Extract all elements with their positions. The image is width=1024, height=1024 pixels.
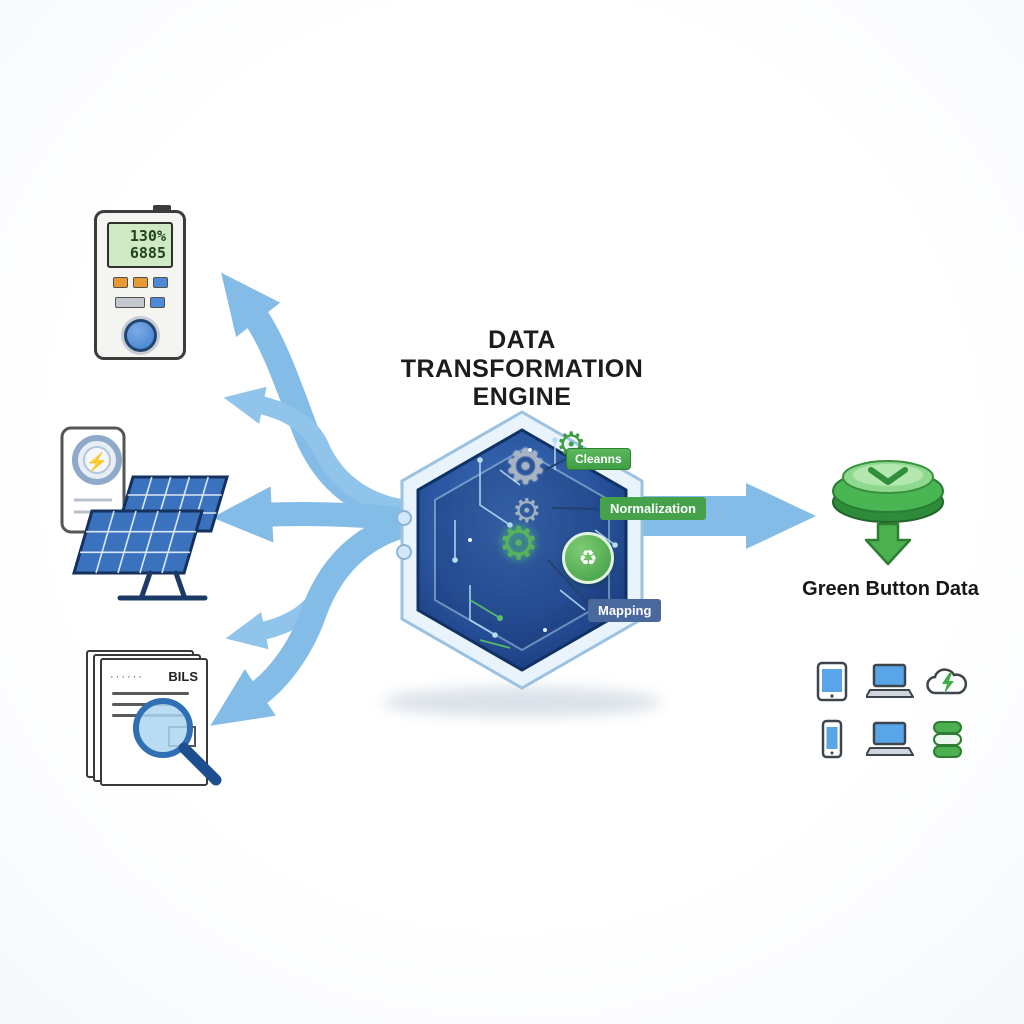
connector-node: [396, 510, 412, 526]
title-line-3: ENGINE: [472, 383, 572, 411]
page-title: DATA TRANSFORMATION ENGINE: [372, 326, 672, 412]
meter-button: [115, 297, 145, 308]
meter-display: 130% 6885: [107, 222, 173, 268]
engine-shadow: [382, 687, 662, 717]
solar-panel-stand: [117, 570, 208, 601]
meter-buttons-row: [97, 277, 183, 288]
chevron-down-icon: [868, 467, 908, 485]
device-grid: [806, 658, 974, 764]
badge-normalization: Normalization: [600, 497, 706, 520]
down-arrow-icon: [864, 522, 912, 566]
phone-icon: [806, 716, 858, 764]
connector-node: [396, 544, 412, 560]
title-line-2: TRANSFORMATION: [400, 354, 644, 383]
gauge-inner: [83, 446, 111, 474]
bills-label: BILS: [168, 669, 198, 684]
gear-icon: ⚙: [512, 492, 542, 529]
arrow-to-upper-small: [223, 386, 407, 517]
meter-main-button: [123, 319, 157, 352]
title-line-1: DATA: [488, 326, 556, 354]
circuit-bright-dots: [468, 448, 547, 632]
meter-buttons-row: [97, 297, 183, 308]
arrow-to-solar: [212, 486, 406, 543]
green-button-data-label: Green Button Data: [802, 578, 979, 600]
bolt-icon: [942, 673, 954, 694]
meter-button: [152, 277, 168, 288]
circuit-nodes: [452, 437, 618, 638]
laptop-icon: [864, 716, 916, 764]
meter-button: [112, 277, 128, 288]
bills-header: ······ BILS: [110, 669, 198, 684]
badge-cleaning: Cleanns: [566, 448, 631, 470]
meter-button: [132, 277, 148, 288]
smart-meter-icon: 130% 6885: [94, 205, 186, 360]
solar-panel-2: [72, 509, 204, 575]
magnifier-icon: [133, 698, 222, 786]
cloud-energy-icon: [922, 658, 974, 706]
badge-mapping: Mapping: [588, 599, 662, 622]
recycle-icon: ♻: [562, 532, 614, 584]
green-button-icon: [832, 460, 944, 566]
gear-icon: ⚙: [498, 517, 540, 569]
laptop-icon: [864, 658, 916, 706]
badge-leader-lines: [544, 457, 599, 609]
circuit-green-node: [497, 615, 503, 621]
tablet-icon: [806, 658, 858, 706]
meter-reading-2: 6885: [129, 244, 166, 262]
database-icon: [922, 716, 974, 764]
bolt-icon: ⚡: [86, 451, 108, 473]
circuit-traces: [454, 440, 616, 636]
arrow-to-bills: [210, 513, 413, 726]
meter-button: [150, 297, 165, 308]
circuit-green-traces: [469, 599, 511, 649]
bill-line: [112, 692, 190, 695]
meter-reading-1: 130%: [129, 226, 166, 245]
bills-dots: ······: [110, 670, 144, 683]
gear-icon: ⚙: [504, 441, 548, 494]
